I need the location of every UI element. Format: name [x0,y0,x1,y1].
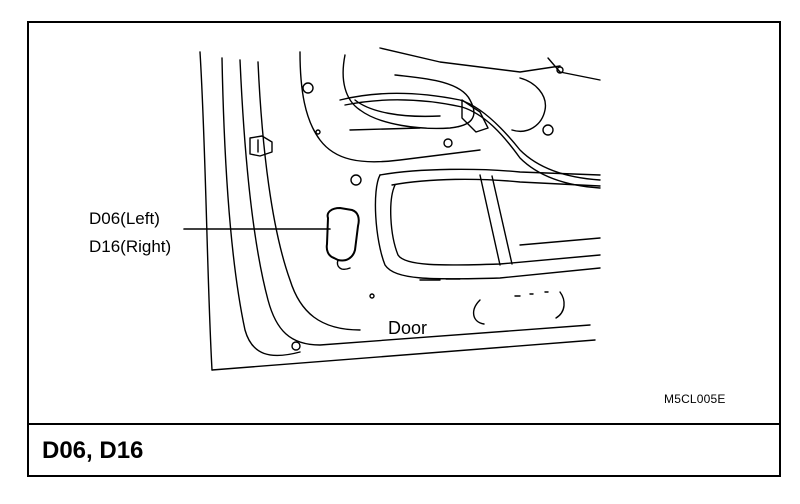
regulator-vertical-1 [479,174,501,266]
wire-harness [339,92,601,181]
connector-right-label: D16(Right) [89,237,172,256]
door-frame-right [547,57,601,81]
connector-pigtail [336,259,351,270]
mount-hole-1 [302,82,314,94]
regulator-cross [519,237,601,246]
harness-connector [461,99,489,133]
door-inner-contour-3 [257,61,361,331]
diagram-frame [27,21,781,477]
section-title: D06, D16 [42,437,144,464]
armrest-shape [342,54,475,130]
mount-hole-2 [350,174,362,186]
door-inner-contour-4 [299,51,481,163]
armrest-inner [354,99,441,118]
regulator-top-rail-2 [391,178,601,187]
door-panel-bottom [211,339,596,371]
door-frame-top [379,47,561,73]
door-inner-contour-2 [239,59,591,346]
lower-trim-dash [419,278,461,281]
armrest-detail [349,127,421,131]
door-frame-bracket [511,77,547,132]
title-divider [27,423,781,425]
connector-left-label: D06(Left) [89,209,160,228]
lower-trim-dots [514,291,549,297]
regulator-vertical-2 [491,175,513,265]
door-label: Door [388,318,428,338]
mount-hole-5 [291,341,301,351]
door-inner-contour-1 [221,57,301,357]
lower-trim-pocket [473,299,485,325]
door-panel-outline [199,51,213,371]
figure-code: M5CL005E [664,392,726,406]
mount-hole-6 [315,129,321,135]
door-clip [249,135,273,157]
mount-hole-8 [542,124,554,136]
wire-harness-2 [344,99,601,189]
regulator-top-rail [379,168,601,176]
mount-hole-3 [443,138,453,148]
connector-d06-d16 [325,207,360,262]
regulator-rail-outer [374,174,601,280]
mount-hole-4 [556,66,564,74]
regulator-rail-inner [390,184,601,266]
mount-hole-7 [369,293,375,299]
lower-trim-pocket-2 [555,291,565,319]
